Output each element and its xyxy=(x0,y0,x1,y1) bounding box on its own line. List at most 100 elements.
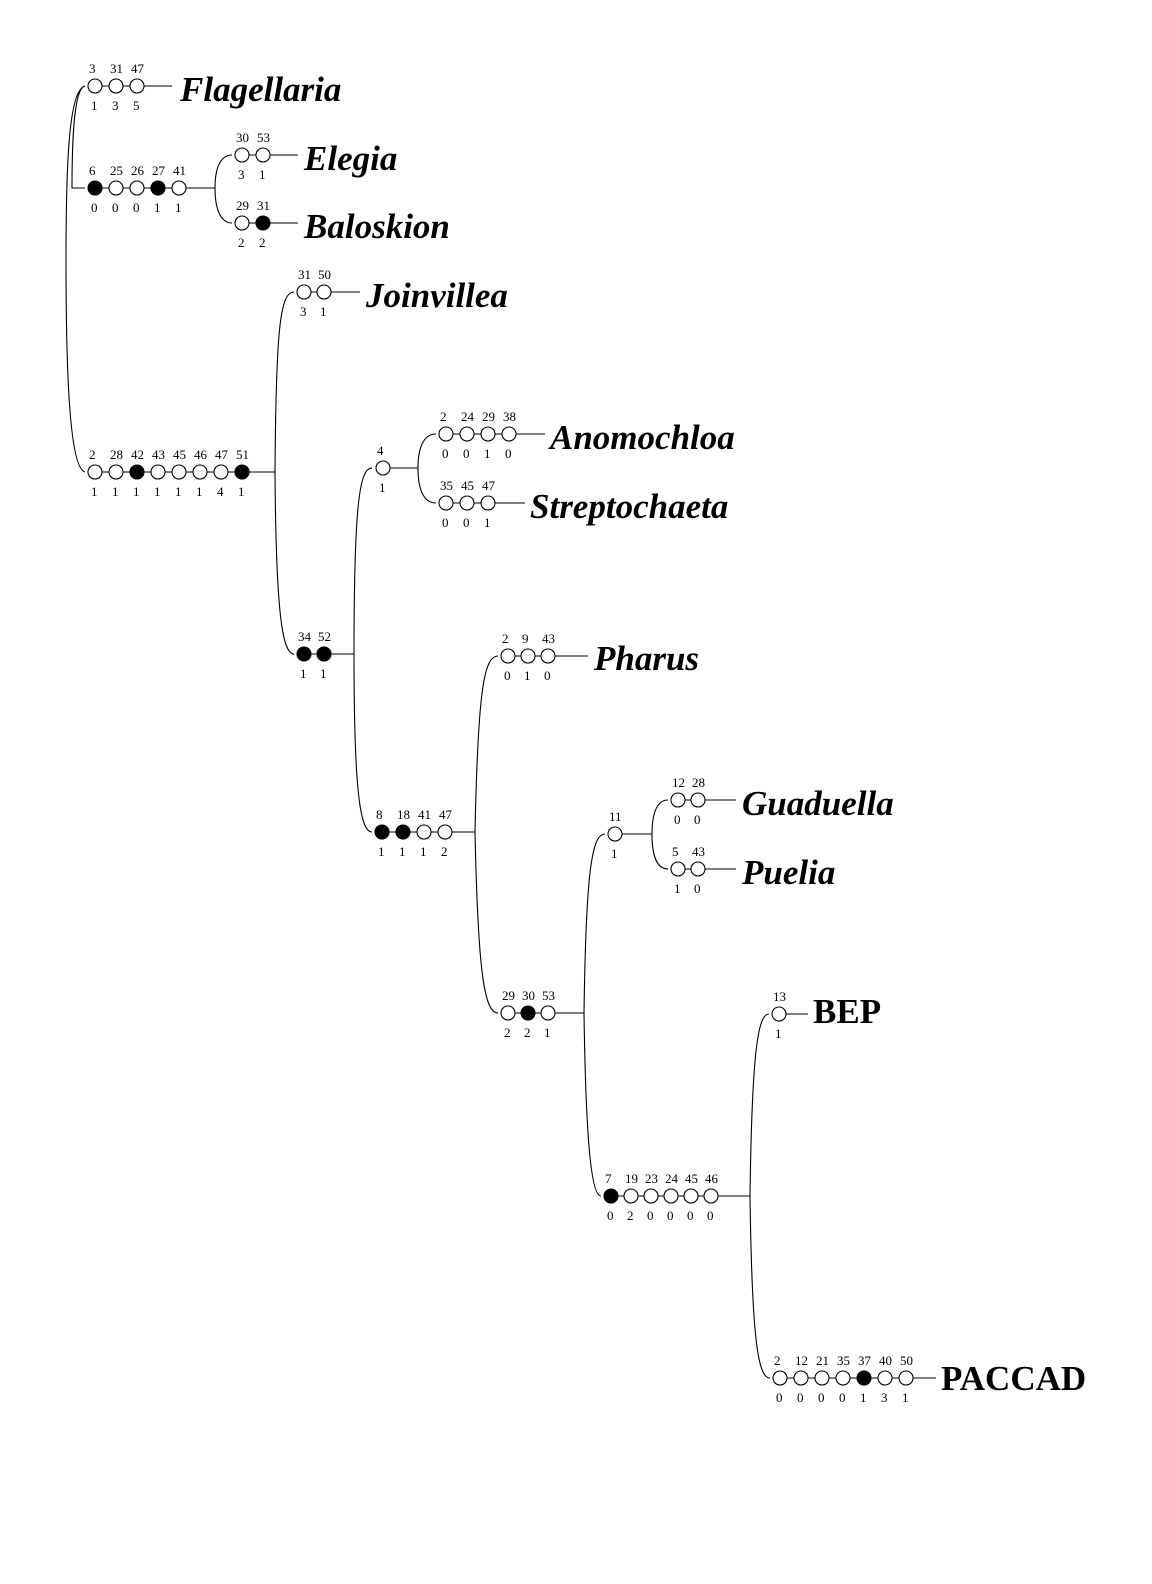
character-number: 25 xyxy=(110,163,123,178)
branch-connector xyxy=(749,1195,771,1379)
character-number: 41 xyxy=(173,163,186,178)
taxon-baloskion: Baloskion xyxy=(303,207,450,246)
character-nodes: 3131347560250260271411303531292312212814… xyxy=(87,61,936,1405)
character-number: 51 xyxy=(236,447,249,462)
synapomorphy-node xyxy=(150,180,166,196)
character-state: 0 xyxy=(667,1208,674,1223)
homoplasy-node xyxy=(87,464,103,480)
character-state: 3 xyxy=(112,98,119,113)
character-state: 0 xyxy=(607,1208,614,1223)
character-state: 1 xyxy=(320,666,327,681)
character-state: 0 xyxy=(442,515,449,530)
homoplasy-node xyxy=(500,648,516,664)
homoplasy-node xyxy=(643,1188,659,1204)
character-number: 47 xyxy=(215,447,229,462)
homoplasy-node xyxy=(690,861,706,877)
character-state: 1 xyxy=(860,1390,867,1405)
character-state: 1 xyxy=(902,1390,909,1405)
homoplasy-node xyxy=(129,78,145,94)
homoplasy-node xyxy=(771,1006,787,1022)
character-state: 1 xyxy=(544,1025,551,1040)
character-number: 53 xyxy=(257,130,270,145)
character-state: 1 xyxy=(379,480,386,495)
homoplasy-node xyxy=(87,78,103,94)
character-number: 3 xyxy=(89,61,96,76)
character-state: 1 xyxy=(196,484,203,499)
character-state: 1 xyxy=(484,446,491,461)
character-number: 2 xyxy=(440,409,447,424)
homoplasy-node xyxy=(316,284,332,300)
taxon-guaduella: Guaduella xyxy=(742,784,894,823)
character-state: 1 xyxy=(259,167,266,182)
branch-connector xyxy=(583,1012,602,1197)
character-number: 9 xyxy=(522,631,529,646)
character-number: 52 xyxy=(318,629,331,644)
character-number: 4 xyxy=(377,443,384,458)
character-number: 7 xyxy=(605,1171,612,1186)
homoplasy-node xyxy=(459,426,475,442)
character-number: 37 xyxy=(858,1353,872,1368)
character-state: 4 xyxy=(217,484,224,499)
character-number: 29 xyxy=(482,409,495,424)
character-state: 0 xyxy=(463,446,470,461)
character-number: 45 xyxy=(173,447,186,462)
character-number: 41 xyxy=(418,807,431,822)
synapomorphy-node xyxy=(520,1005,536,1021)
character-number: 29 xyxy=(502,988,515,1003)
homoplasy-node xyxy=(480,426,496,442)
homoplasy-node xyxy=(150,464,166,480)
homoplasy-node xyxy=(171,464,187,480)
character-state: 1 xyxy=(91,484,98,499)
taxon-streptochaeta: Streptochaeta xyxy=(530,487,728,526)
character-state: 1 xyxy=(175,200,182,215)
character-group-anomochlooideae: 41 xyxy=(375,443,418,495)
character-number: 8 xyxy=(376,807,383,822)
homoplasy-node xyxy=(898,1370,914,1386)
synapomorphy-node xyxy=(296,646,312,662)
taxon-puelia: Puelia xyxy=(741,853,835,892)
branch-connector xyxy=(417,433,437,469)
homoplasy-node xyxy=(670,861,686,877)
homoplasy-node xyxy=(438,495,454,511)
character-number: 46 xyxy=(194,447,208,462)
character-state: 0 xyxy=(463,515,470,530)
character-state: 1 xyxy=(238,484,245,499)
character-state: 1 xyxy=(420,844,427,859)
homoplasy-node xyxy=(623,1188,639,1204)
taxon-labels: Flagellaria Elegia Baloskion Joinvillea … xyxy=(179,70,1086,1398)
homoplasy-node xyxy=(255,147,271,163)
character-number: 26 xyxy=(131,163,145,178)
character-state: 0 xyxy=(505,446,512,461)
character-number: 24 xyxy=(461,409,475,424)
branch-connector xyxy=(214,154,233,189)
character-state: 5 xyxy=(133,98,140,113)
character-state: 0 xyxy=(797,1390,804,1405)
branch-connector xyxy=(651,799,669,835)
character-state: 1 xyxy=(378,844,385,859)
homoplasy-node xyxy=(459,495,475,511)
homoplasy-node xyxy=(690,792,706,808)
character-number: 21 xyxy=(816,1353,829,1368)
character-number: 18 xyxy=(397,807,410,822)
character-state: 3 xyxy=(881,1390,888,1405)
character-number: 12 xyxy=(672,775,685,790)
character-number: 40 xyxy=(879,1353,892,1368)
character-number: 24 xyxy=(665,1171,679,1186)
homoplasy-node xyxy=(772,1370,788,1386)
character-number: 53 xyxy=(542,988,555,1003)
character-number: 29 xyxy=(236,198,249,213)
homoplasy-node xyxy=(520,648,536,664)
branch-connector xyxy=(353,467,373,655)
homoplasy-node xyxy=(129,180,145,196)
character-state: 1 xyxy=(775,1026,782,1041)
character-state: 0 xyxy=(776,1390,783,1405)
character-number: 34 xyxy=(298,629,312,644)
homoplasy-node xyxy=(108,78,124,94)
character-state: 0 xyxy=(839,1390,846,1405)
